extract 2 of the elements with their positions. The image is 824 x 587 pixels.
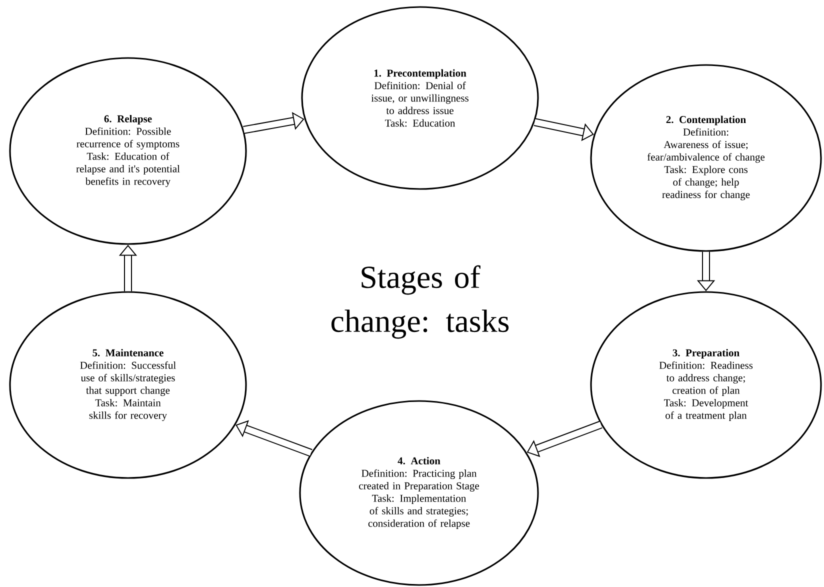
block-arrow <box>243 112 304 134</box>
title: Stages of change: tasks <box>331 265 509 339</box>
